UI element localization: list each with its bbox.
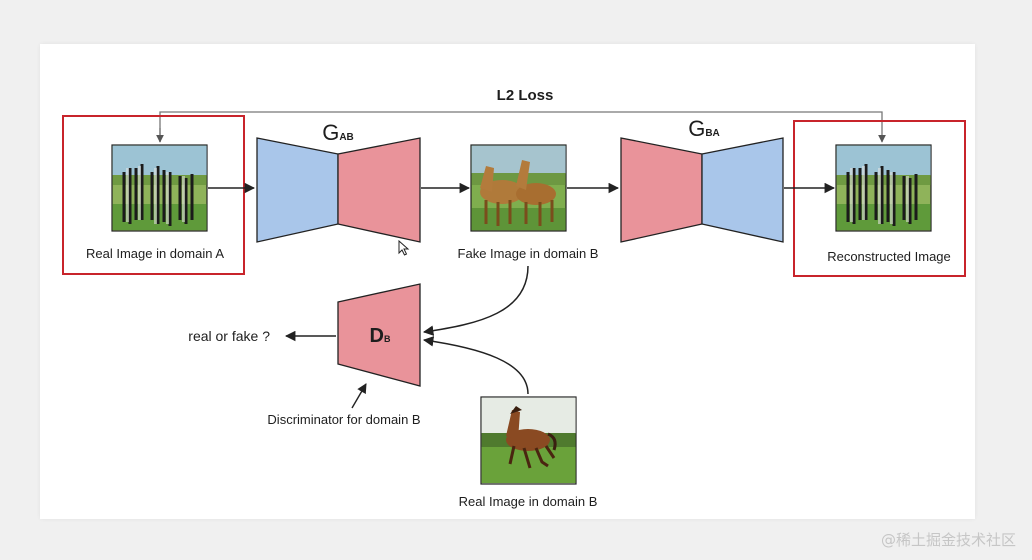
reconstructed-label: Reconstructed Image [827,249,951,264]
slide: L2 Loss Real Image in domain A GAB [40,44,975,519]
cyclegan-diagram: L2 Loss Real Image in domain A GAB [62,87,966,509]
image-fake-b-horses [470,144,567,232]
image-real-a-zebras [111,144,208,232]
discriminator-b [337,283,421,387]
image-reconstructed-zebras [835,144,932,232]
discriminator-b-title: DB [370,325,391,347]
real-image-b-label: Real Image in domain B [459,494,598,509]
generator-ab-decoder [337,137,421,243]
real-or-fake-label: real or fake ? [188,328,270,344]
generator-ba-encoder [620,137,703,243]
generator-ab-title: GAB [322,120,354,145]
generator-ba-decoder [701,137,784,243]
discriminator-caption: Discriminator for domain B [267,412,420,427]
real-image-a-label: Real Image in domain A [86,246,224,261]
image-real-b-horse [480,396,577,485]
mouse-cursor-icon [398,240,410,256]
fake-image-b-label: Fake Image in domain B [458,246,599,261]
arrow-real-b-to-discriminator [422,336,529,395]
highlight-box-real-a [62,115,245,275]
l2-loss-label: L2 Loss [497,87,554,104]
generator-ab-encoder [256,137,339,243]
watermark: @稀土掘金技术社区 [880,531,1016,549]
l2-loss-connector [159,111,886,143]
generator-ba-title: GBA [688,116,720,141]
highlight-box-reconstructed [793,120,966,277]
arrow-fake-b-to-discriminator [422,265,529,336]
generator-ab [256,137,421,243]
arrow-caption-to-discriminator [351,383,367,409]
generator-ba [620,137,784,243]
